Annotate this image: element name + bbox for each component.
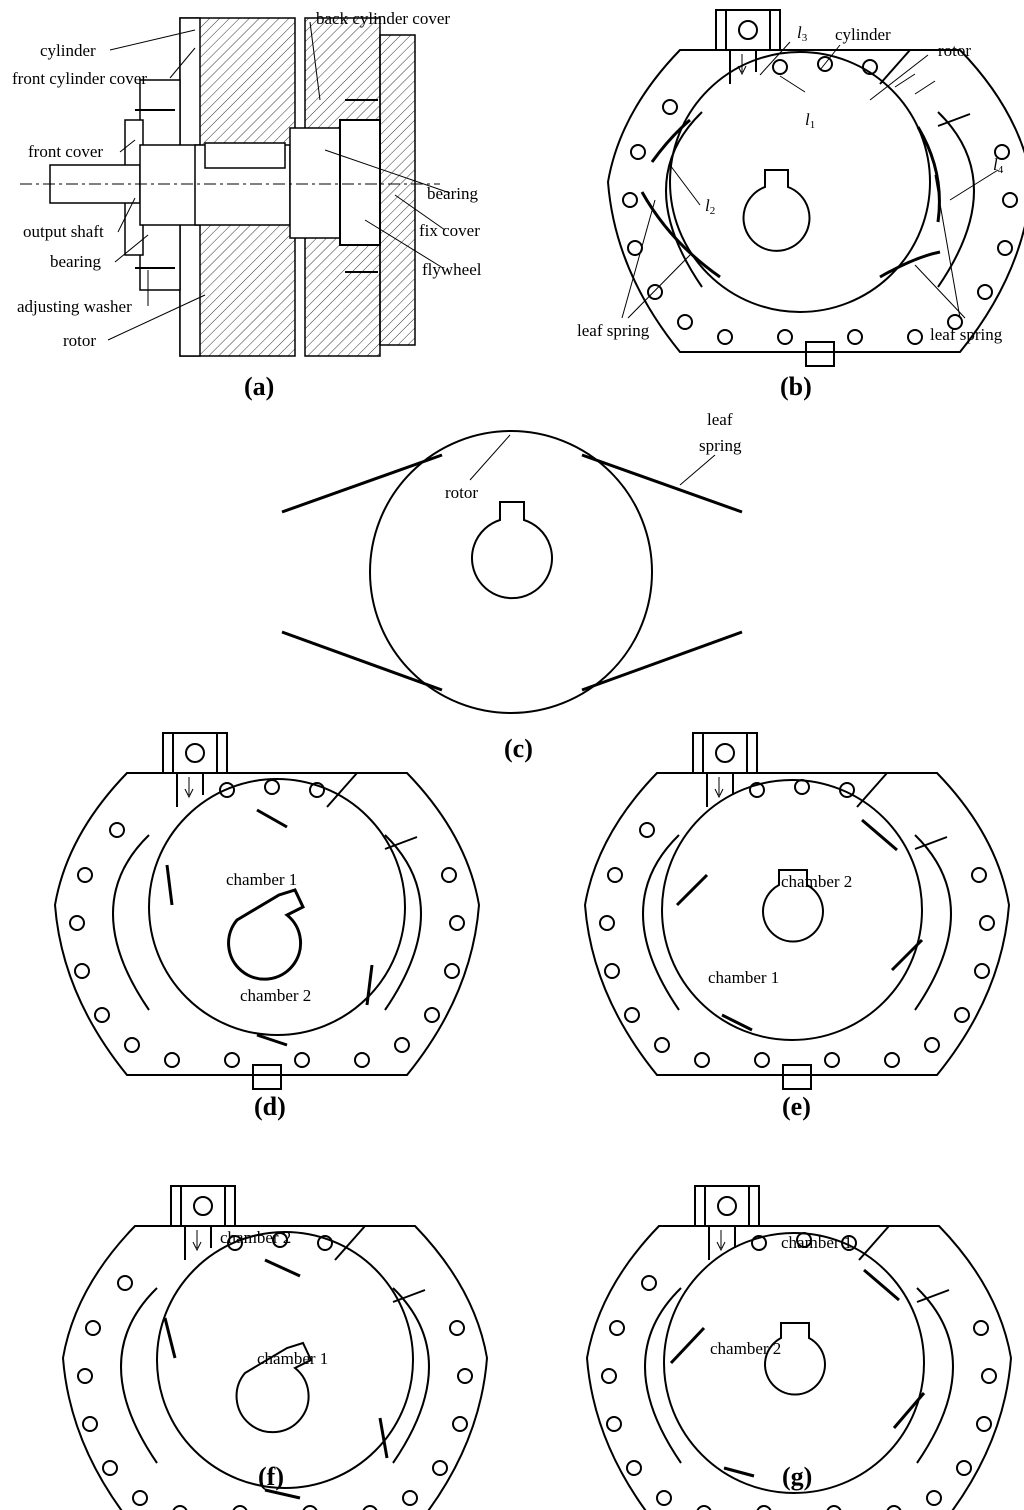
label-front-cylinder-cover: front cylinder cover [12,69,147,88]
label-f-chamber-top: chamber 2 [220,1228,291,1247]
label-l4: l4 [993,155,1004,176]
label-g-chamber-bottom: chamber 2 [710,1339,781,1358]
label-flywheel: flywheel [422,260,482,279]
label-cylinder-b: cylinder [835,25,891,44]
caption-f: (f) [258,1462,284,1491]
panel-f-cross-section [62,1185,488,1510]
panel-d-cross-section [54,732,480,1090]
label-rotor-c: rotor [445,483,478,502]
label-l1: l1 [805,110,815,131]
label-rotor-a: rotor [63,331,96,350]
label-adjusting-washer: adjusting washer [17,297,132,316]
label-rotor-b: rotor [938,41,971,60]
label-bearing-right: bearing [427,184,478,203]
label-back-cylinder-cover: back cylinder cover [316,9,450,28]
caption-g: (g) [782,1462,812,1491]
panel-a-section-view [20,17,440,357]
label-e-chamber-bottom: chamber 1 [708,968,779,987]
label-output-shaft: output shaft [23,222,104,241]
caption-d: (d) [254,1092,286,1121]
label-l3: l3 [797,23,808,44]
caption-a: (a) [244,372,274,401]
panel-g-cross-section [586,1185,1012,1510]
label-leaf-spring-c-line2: spring [699,436,742,455]
label-leaf-spring-c-line1: leaf [707,410,733,429]
panel-b-cross-section [607,9,1024,367]
panel-a-leaders [107,21,451,341]
label-cylinder-a: cylinder [40,41,96,60]
caption-b: (b) [780,372,812,401]
panel-b-leaders [621,41,999,319]
label-l2: l2 [705,196,715,217]
label-leaf-spring-right: leaf spring [930,325,1003,344]
panel-e-cross-section [584,732,1010,1090]
label-bearing-left: bearing [50,252,101,271]
label-g-chamber-top: chamber 1 [781,1233,852,1252]
panel-c-rotor-springs [281,430,743,714]
label-d-chamber-top: chamber 1 [226,870,297,889]
label-leaf-spring-left: leaf spring [577,321,650,340]
label-d-chamber-bottom: chamber 2 [240,986,311,1005]
label-front-cover: front cover [28,142,103,161]
caption-e: (e) [782,1092,811,1121]
caption-c: (c) [504,734,533,763]
label-e-chamber-top: chamber 2 [781,872,852,891]
label-f-chamber-bottom: chamber 1 [257,1349,328,1368]
label-fix-cover: fix cover [419,221,480,240]
